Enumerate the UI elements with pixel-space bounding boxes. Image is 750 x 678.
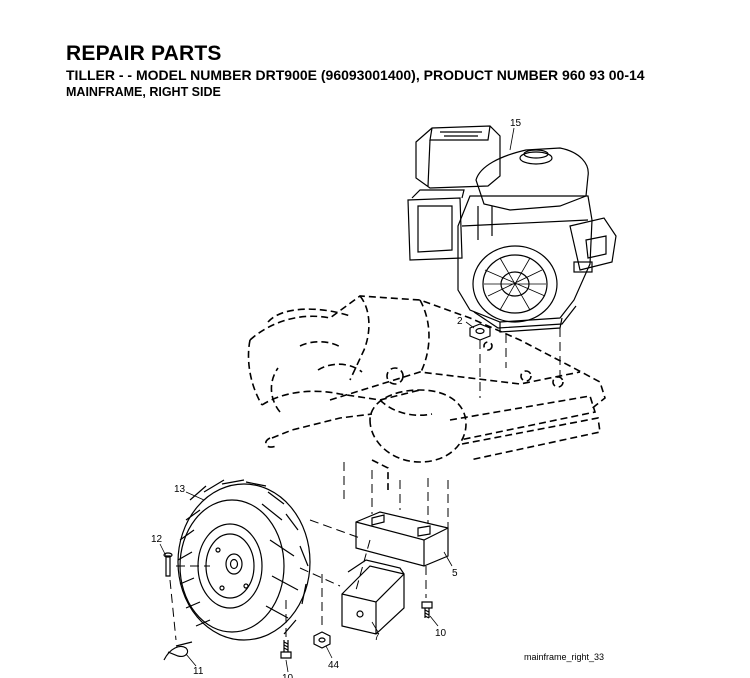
model-subtitle: TILLER - - MODEL NUMBER DRT900E (9609300… xyxy=(66,67,645,83)
weight-block-7 xyxy=(341,559,405,635)
callout-13: 13 xyxy=(174,484,186,495)
hairpin-clip-11 xyxy=(163,641,193,661)
engine xyxy=(407,125,617,333)
callout-11: 11 xyxy=(193,666,204,677)
callout-5: 5 xyxy=(452,568,458,579)
section-title: MAINFRAME, RIGHT SIDE xyxy=(66,85,221,99)
mainframe-outline xyxy=(247,295,606,490)
callout-12: 12 xyxy=(151,534,163,545)
bolt-10-bottom xyxy=(280,640,292,659)
wheel-tire-13 xyxy=(177,479,311,641)
leader-lines xyxy=(159,127,515,673)
callout-2: 2 xyxy=(457,316,463,327)
figure-reference: mainframe_right_33 xyxy=(524,652,604,662)
callout-labels: 15 2 13 12 5 10 7 44 10 11 xyxy=(151,118,522,678)
callout-15: 15 xyxy=(510,118,522,129)
bolt-10-right xyxy=(421,601,433,619)
callout-7: 7 xyxy=(374,632,380,643)
callout-10-bottom: 10 xyxy=(282,673,294,678)
mounting-bracket-5 xyxy=(355,511,449,567)
clevis-pin-12 xyxy=(163,552,173,577)
page-title: REPAIR PARTS xyxy=(66,42,222,65)
lock-nut-44 xyxy=(313,631,331,649)
callout-10-right: 10 xyxy=(435,628,447,639)
assembly-center-lines xyxy=(169,328,561,641)
page-header: REPAIR PARTS TILLER - - MODEL NUMBER DRT… xyxy=(66,42,736,100)
flange-nut-2 xyxy=(469,323,491,341)
callout-44: 44 xyxy=(328,660,340,671)
